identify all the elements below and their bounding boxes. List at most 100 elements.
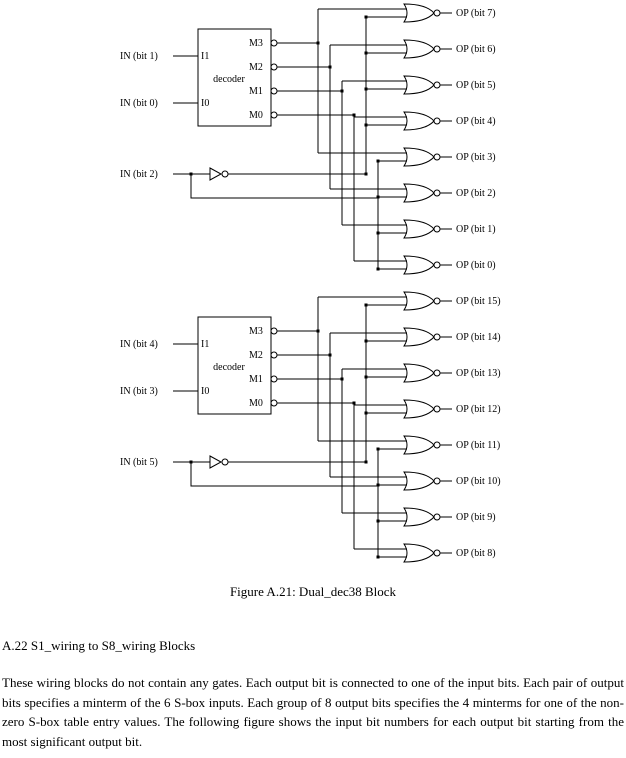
junction-dot — [364, 123, 368, 127]
section-heading: A.22 S1_wiring to S8_wiring Blocks — [2, 638, 196, 653]
decoder-box — [197, 316, 272, 415]
decoder-input-label: I1 — [201, 51, 209, 62]
nor-gate — [403, 3, 435, 23]
inversion-bubble — [270, 63, 278, 71]
output-label: OP (bit 0) — [456, 260, 496, 271]
output-label: OP (bit 1) — [456, 224, 496, 235]
output-label: OP (bit 4) — [456, 116, 496, 127]
decoder-label: decoder — [213, 74, 245, 85]
output-label: OP (bit 6) — [456, 44, 496, 55]
decoder-label: decoder — [213, 362, 245, 373]
junction-dot — [376, 483, 380, 487]
input-label: IN (bit 1) — [120, 51, 158, 62]
decoder-output-label: M2 — [249, 350, 263, 361]
junction-dot — [364, 375, 368, 379]
decoder-input-label: I1 — [201, 339, 209, 350]
decoder-output-label: M2 — [249, 62, 263, 73]
input-label: IN (bit 3) — [120, 386, 158, 397]
inversion-bubble — [433, 441, 441, 449]
inversion-bubble — [270, 39, 278, 47]
input-label: IN (bit 0) — [120, 98, 158, 109]
decoder-output-label: M3 — [249, 326, 263, 337]
nor-gate — [403, 75, 435, 95]
output-label: OP (bit 11) — [456, 440, 500, 451]
inversion-bubble — [433, 333, 441, 341]
nor-gate — [403, 363, 435, 383]
junction-dot — [364, 51, 368, 55]
inverter-input-label: IN (bit 2) — [120, 169, 158, 180]
junction-dot — [364, 411, 368, 415]
nor-gate — [403, 291, 435, 311]
junction-dot — [364, 303, 368, 307]
inversion-bubble — [433, 189, 441, 197]
inversion-bubble — [221, 170, 229, 178]
inversion-bubble — [433, 477, 441, 485]
inversion-bubble — [221, 458, 229, 466]
junction-dot — [376, 195, 380, 199]
nor-gate — [403, 327, 435, 347]
output-label: OP (bit 13) — [456, 368, 501, 379]
inversion-bubble — [433, 405, 441, 413]
output-label: OP (bit 8) — [456, 548, 496, 559]
junction-dot — [376, 159, 380, 163]
figure-caption: Figure A.21: Dual_dec38 Block — [229, 584, 397, 599]
section-paragraph: These wiring blocks do not contain any g… — [2, 675, 624, 749]
nor-gate — [403, 543, 435, 563]
inversion-bubble — [433, 45, 441, 53]
output-label: OP (bit 9) — [456, 512, 496, 523]
inversion-bubble — [433, 9, 441, 17]
nor-gate — [403, 399, 435, 419]
inversion-bubble — [433, 369, 441, 377]
output-label: OP (bit 15) — [456, 296, 501, 307]
output-label: OP (bit 3) — [456, 152, 496, 163]
nor-gate — [403, 147, 435, 167]
inversion-bubble — [270, 111, 278, 119]
inversion-bubble — [270, 87, 278, 95]
inversion-bubble — [433, 117, 441, 125]
inversion-bubble — [433, 297, 441, 305]
inversion-bubble — [433, 549, 441, 557]
nor-gate — [403, 183, 435, 203]
junction-dot — [376, 447, 380, 451]
nor-gate — [403, 255, 435, 275]
inversion-bubble — [270, 399, 278, 407]
nor-gate — [403, 435, 435, 455]
output-label: OP (bit 2) — [456, 188, 496, 199]
junction-dot — [364, 87, 368, 91]
wire — [190, 462, 378, 487]
decoder-input-label: I0 — [201, 386, 209, 397]
output-label: OP (bit 7) — [456, 8, 496, 19]
decoder-output-label: M0 — [249, 110, 263, 121]
inversion-bubble — [433, 513, 441, 521]
junction-dot — [364, 15, 368, 19]
decoder-output-label: M0 — [249, 398, 263, 409]
inverter-gate — [209, 167, 223, 181]
inversion-bubble — [270, 351, 278, 359]
output-label: OP (bit 5) — [456, 80, 496, 91]
inversion-bubble — [270, 375, 278, 383]
decoder-box — [197, 28, 272, 127]
junction-dot — [376, 231, 380, 235]
junction-dot — [376, 267, 380, 271]
nor-gate — [403, 507, 435, 527]
decoder-output-label: M1 — [249, 86, 263, 97]
decoder-output-label: M1 — [249, 374, 263, 385]
inverter-input-label: IN (bit 5) — [120, 457, 158, 468]
output-label: OP (bit 10) — [456, 476, 501, 487]
junction-dot — [376, 519, 380, 523]
nor-gate — [403, 111, 435, 131]
wire — [190, 174, 378, 199]
decoder-output-label: M3 — [249, 38, 263, 49]
nor-gate — [403, 39, 435, 59]
output-label: OP (bit 12) — [456, 404, 501, 415]
junction-dot — [376, 555, 380, 559]
inversion-bubble — [270, 327, 278, 335]
inversion-bubble — [433, 153, 441, 161]
decoder-input-label: I0 — [201, 98, 209, 109]
inversion-bubble — [433, 225, 441, 233]
input-label: IN (bit 4) — [120, 339, 158, 350]
junction-dot — [364, 339, 368, 343]
